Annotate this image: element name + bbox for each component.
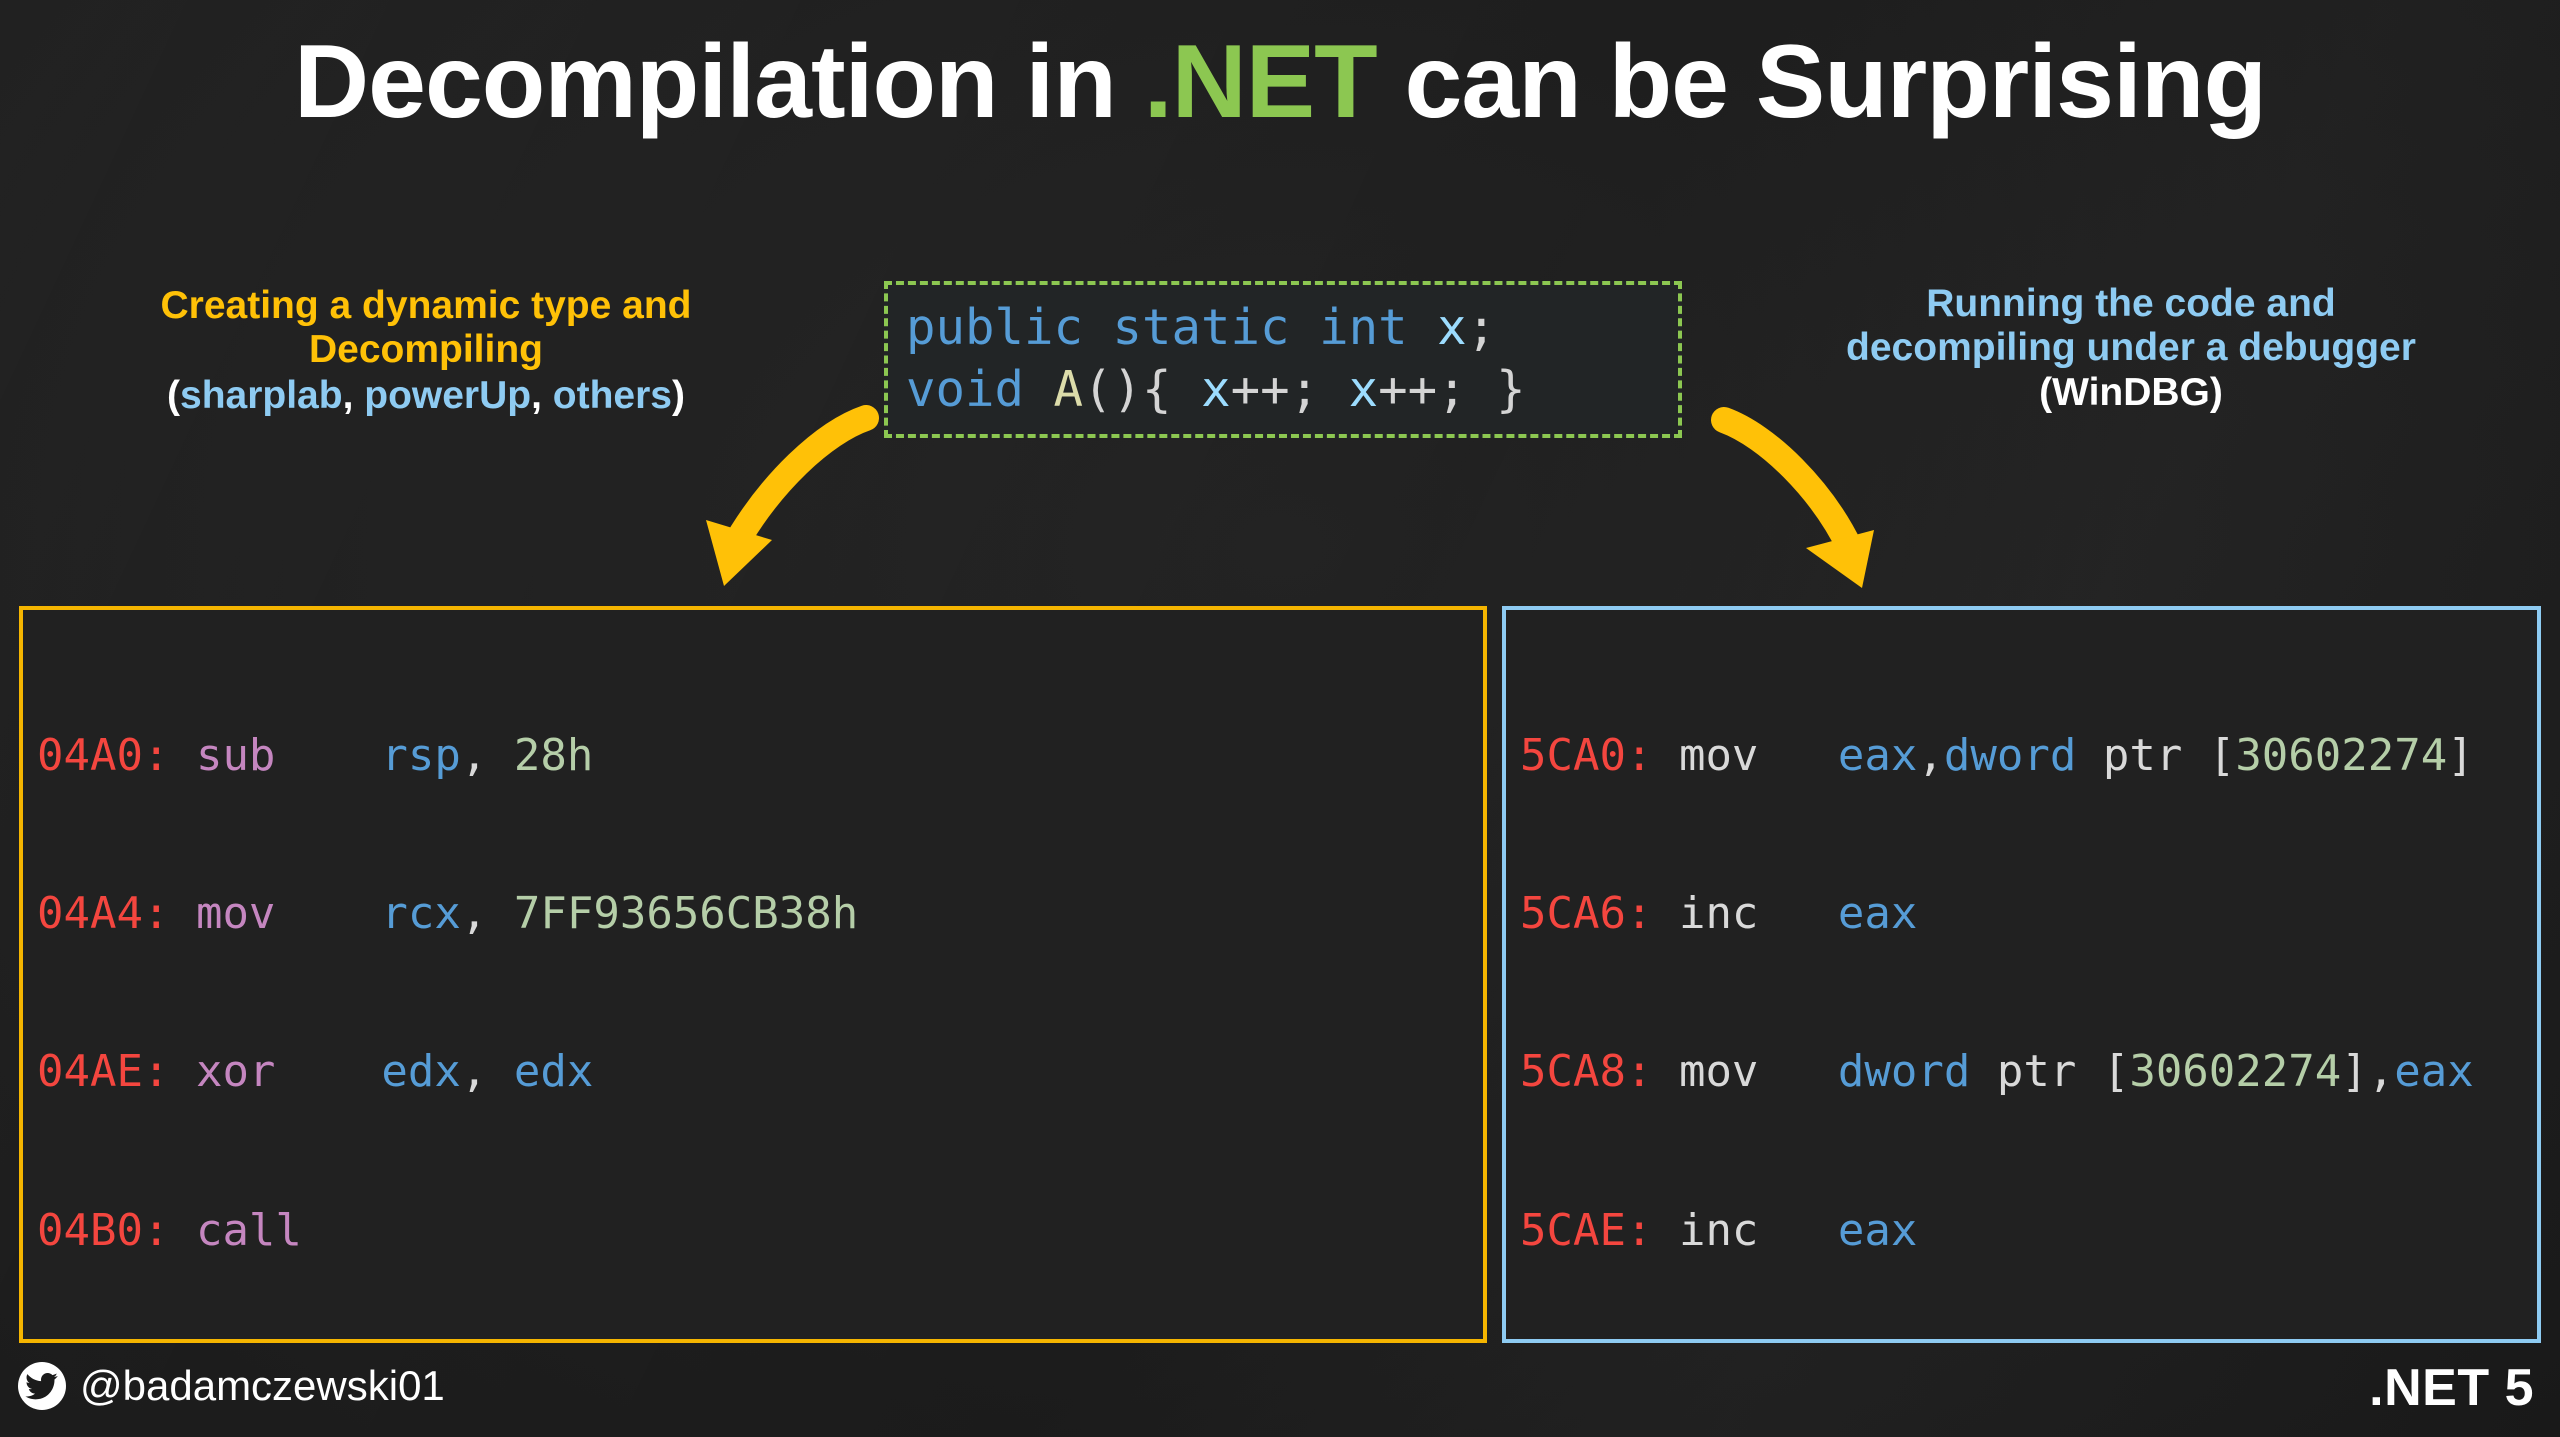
asm-line: 5CA6: inc eax [1520,887,1918,939]
caption-right: Running the code and decompiling under a… [1726,282,2536,415]
assembly-panel-right: 5CA0: mov eax,dword ptr [30602274] 5CA6:… [1502,606,2541,1343]
tool-powerup: powerUp [364,374,532,418]
assembly-panel-left: 04A0: sub rsp, 28h 04A4: mov rcx, 7FF936… [19,606,1487,1343]
field-x: x [1437,299,1467,356]
caption-left-tools: (sharplab, powerUp, others) [26,374,826,418]
twitter-handle[interactable]: @badamczewski01 [18,1362,445,1410]
caption-right-line2: decompiling under a debugger [1846,326,2416,370]
sp [1290,299,1320,356]
kw-public: public [906,299,1084,356]
parens: (){ [1083,360,1202,418]
semicolon: ; [1466,299,1497,356]
op-inc-1: ++; [1230,360,1349,418]
kw-void: void [906,360,1025,418]
kw-int: int [1319,299,1408,356]
sep-2: , [531,374,553,418]
asm-line: 04A4: mov rcx, 7FF93656CB38h [37,887,859,939]
tool-others: others [552,374,672,418]
tool-sharplab: sharplab [180,374,343,418]
var-x-1: x [1201,360,1231,418]
op-inc-2: ++; } [1378,360,1526,418]
asm-line: 04A0: sub rsp, 28h [37,729,594,781]
dotnet-version-label: .NET 5 [2369,1359,2534,1417]
caption-right-line1: Running the code and [1926,282,2336,325]
asm-line: 5CA0: mov eax,dword ptr [30602274] [1520,729,2474,781]
kw-static: static [1112,299,1290,356]
page-title: Decompilation in .NET can be Surprising [0,26,2560,138]
paren-open: ( [167,374,181,418]
sep-1: , [342,374,365,418]
var-x-2: x [1348,360,1379,418]
twitter-bird-icon [18,1362,66,1410]
asm-line: 04AE: xor edx, edx [37,1046,594,1098]
asm-line: 5CAE: inc eax [1520,1204,1918,1256]
twitter-handle-text: @badamczewski01 [80,1362,445,1409]
curved-arrow-down-right-icon [1711,407,1874,588]
sp [1024,361,1054,418]
sp [1083,299,1113,356]
title-part-dotnet: .NET [1143,24,1378,140]
asm-line: 04B0: call [37,1204,302,1256]
title-part-1: Decompilation in [294,24,1144,140]
source-code-snippet: public static int x; void A(){ x++; x++;… [884,281,1682,439]
caption-left-line1: Creating a dynamic type and [160,284,692,327]
sp [1408,299,1438,356]
caption-left: Creating a dynamic type and Decompiling … [26,284,826,418]
caption-left-line2: Decompiling [308,328,544,372]
title-part-3: can be Surprising [1376,24,2267,140]
method-a: A [1053,360,1084,418]
asm-line: 5CA8: mov dword ptr [30602274],eax [1520,1046,2474,1098]
caption-right-tool: (WinDBG) [2039,371,2223,415]
paren-close: ) [671,374,685,418]
